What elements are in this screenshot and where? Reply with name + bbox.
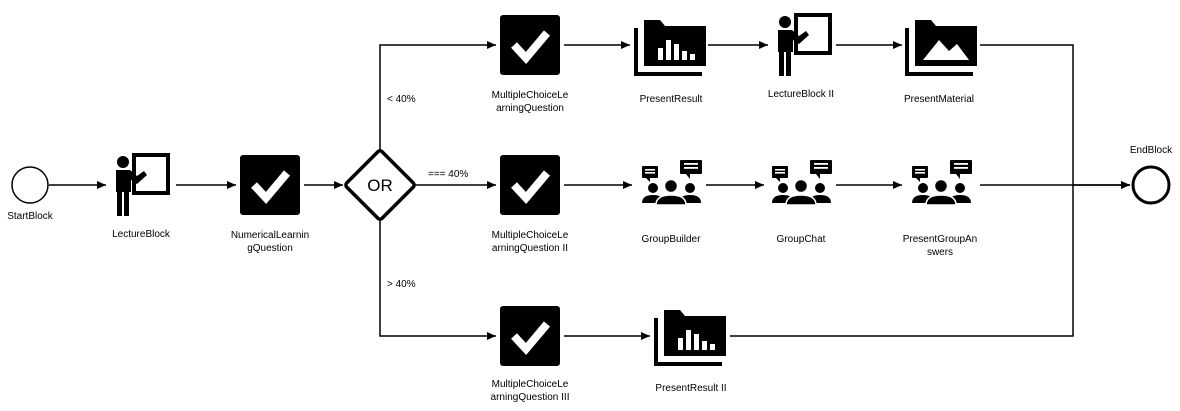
end-event-circle[interactable] (1131, 165, 1171, 205)
mcq3-label: MultipleChoiceLe arningQuestion III (490, 379, 570, 403)
edge-gateway-mcq3 (379, 220, 496, 340)
gateway-label: OR (367, 176, 393, 195)
mcq1-label: MultipleChoiceLe arningQuestion (491, 90, 569, 114)
gb-label: GroupBuilder (641, 234, 701, 245)
edge-res2-end (730, 185, 1074, 337)
checkmark-icon[interactable] (500, 155, 560, 215)
edge-label-gt40: > 40% (387, 279, 416, 290)
edge-label-lt40: < 40% (387, 94, 416, 105)
numq-label: NumericalLearnin gQuestion (230, 230, 310, 254)
edges (49, 41, 1130, 340)
image-folder-icon[interactable] (905, 18, 979, 76)
lec2-label: LectureBlock II (767, 89, 835, 100)
edge-mat-end (980, 44, 1130, 189)
checkmark-icon[interactable] (500, 306, 560, 366)
mcq2-label: MultipleChoiceLe arningQuestion II (491, 230, 569, 254)
res2-label: PresentResult II (655, 383, 727, 394)
group-chat-icon[interactable] (911, 159, 973, 206)
group-chat-icon[interactable] (771, 159, 833, 206)
presenter-board-icon[interactable] (114, 153, 170, 218)
presenter-board-icon[interactable] (776, 13, 832, 78)
lecture-label: LectureBlock (112, 229, 170, 240)
start-label: StartBlock (7, 211, 53, 222)
pga-label: PresentGroupAn swers (902, 234, 978, 258)
edge-label-eq40: === 40% (428, 169, 469, 180)
mat-label: PresentMaterial (903, 94, 975, 105)
res1-label: PresentResult (639, 94, 703, 105)
edge-gateway-mcq1 (379, 41, 496, 150)
group-chat-icon[interactable] (641, 159, 703, 206)
bar-chart-folder-icon[interactable] (654, 308, 728, 366)
bar-chart-folder-icon[interactable] (634, 18, 708, 76)
end-label: EndBlock (1129, 145, 1173, 156)
gc-label: GroupChat (776, 234, 826, 245)
checkmark-icon[interactable] (240, 155, 300, 215)
or-gateway-diamond[interactable]: OR (344, 149, 416, 221)
checkmark-icon[interactable] (500, 15, 560, 75)
start-event-circle[interactable] (11, 166, 49, 204)
